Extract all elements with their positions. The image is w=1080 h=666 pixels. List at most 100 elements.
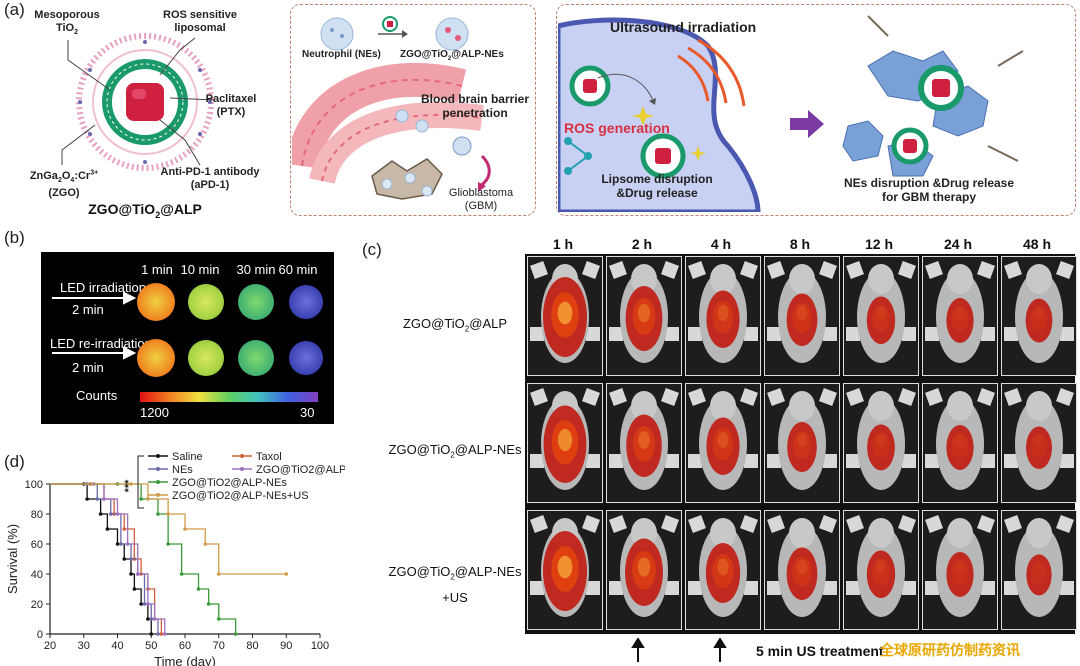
time-header-4h: 4 h bbox=[710, 236, 732, 252]
counts-label: Counts bbox=[76, 388, 118, 403]
series-point bbox=[122, 557, 127, 561]
ptx-label: (PTX) bbox=[216, 106, 246, 118]
panel-a-label: (a) bbox=[4, 0, 25, 19]
scale-max: 1200 bbox=[140, 405, 169, 420]
mouse-image bbox=[1001, 383, 1077, 503]
gbm-abbr-label: (GBM) bbox=[464, 200, 498, 212]
mouse-image bbox=[527, 256, 603, 376]
row-label-alp-nes: ZGO@TiO2@ALP-NEs bbox=[388, 442, 522, 460]
x-tick-label: 70 bbox=[213, 640, 225, 652]
time-header-12h: 12 h bbox=[864, 236, 893, 252]
series-line bbox=[50, 483, 237, 634]
time-header-2h: 2 h bbox=[631, 236, 653, 252]
bbb-box bbox=[290, 4, 536, 216]
series-point bbox=[95, 497, 100, 501]
time-label-4: 60 min bbox=[278, 262, 318, 277]
mouse-image bbox=[606, 383, 682, 503]
y-axis-label: Survival (%) bbox=[5, 524, 20, 594]
led-duration-1: 2 min bbox=[72, 302, 104, 317]
y-tick-label: 0 bbox=[37, 629, 43, 641]
bbb-label: Blood brain barrier bbox=[420, 92, 530, 106]
antibody-label: Anti-PD-1 antibody bbox=[160, 166, 260, 178]
mesoporous-label: Mesoporous bbox=[34, 9, 100, 21]
significance-bracket bbox=[137, 455, 144, 509]
scale-min: 30 bbox=[300, 405, 315, 420]
panel-b-label: (b) bbox=[4, 228, 25, 247]
penetration-label: penetration bbox=[442, 106, 508, 120]
zgo-formula-label: ZnGa2O4:Cr3+ bbox=[29, 169, 99, 184]
bbb-illustration bbox=[292, 16, 491, 200]
legend-marker bbox=[240, 467, 244, 471]
ros-generation-label: ROS generation bbox=[564, 120, 670, 136]
time-header-8h: 8 h bbox=[789, 236, 811, 252]
y-tick-label: 100 bbox=[25, 479, 43, 491]
x-tick-label: 60 bbox=[179, 640, 191, 652]
time-label-1: 1 min bbox=[141, 262, 173, 277]
significance-label: *** bbox=[123, 479, 135, 493]
series-point bbox=[146, 497, 150, 501]
legend-marker bbox=[156, 480, 160, 484]
series-point bbox=[139, 497, 143, 501]
mouse-image bbox=[606, 510, 682, 630]
led-arrows bbox=[52, 291, 137, 360]
led-irradiation-label: LED irradiation bbox=[60, 280, 146, 295]
ultrasound-illustration bbox=[558, 15, 1024, 212]
legend-label: ZGO@TiO2@ALP-NEs+US bbox=[172, 490, 309, 502]
series-point bbox=[85, 497, 89, 501]
mouse-image bbox=[764, 510, 840, 630]
series-point bbox=[284, 572, 289, 576]
tio2-label: TiO bbox=[55, 22, 75, 34]
nanoparticle-schematic bbox=[76, 33, 214, 171]
y-tick-label: 80 bbox=[31, 509, 43, 521]
legend-label: ZGO@TiO2@ALP-NEs bbox=[172, 477, 287, 489]
series-point bbox=[129, 572, 133, 576]
mouse-image bbox=[843, 510, 919, 630]
color-scale-bar bbox=[140, 392, 318, 402]
ultrasound-box bbox=[556, 4, 1076, 216]
gbm-label: Glioblastoma bbox=[448, 187, 514, 199]
mouse-image bbox=[1001, 256, 1077, 376]
mouse-image bbox=[685, 510, 761, 630]
mouse-image bbox=[527, 383, 603, 503]
time-header-24h: 24 h bbox=[943, 236, 972, 252]
row-label-alp-nes-us: ZGO@TiO2@ALP-NEs +US bbox=[388, 564, 522, 605]
ultrasound-label: Ultrasound irradiation bbox=[610, 19, 757, 35]
series-point bbox=[166, 512, 170, 516]
y-tick-label: 60 bbox=[31, 539, 43, 551]
x-tick-label: 90 bbox=[280, 640, 292, 652]
series-line bbox=[50, 483, 159, 634]
time-label-2: 10 min bbox=[180, 262, 220, 277]
legend-marker bbox=[156, 493, 160, 497]
x-tick-label: 100 bbox=[311, 640, 329, 652]
series-point bbox=[149, 617, 154, 621]
product-label: ZGO@TiO2@ALP-NEs bbox=[400, 49, 504, 62]
series-point bbox=[115, 542, 120, 546]
panel-c-label: (c) bbox=[362, 240, 382, 259]
series-point bbox=[125, 542, 130, 546]
ros-liposomal-label: ROS sensitive liposomal bbox=[163, 9, 237, 34]
series-line bbox=[50, 483, 166, 634]
us-arrows bbox=[631, 638, 727, 662]
series-point bbox=[105, 527, 110, 531]
series-point bbox=[233, 632, 238, 636]
legend-marker bbox=[240, 454, 244, 458]
series-point bbox=[203, 542, 208, 546]
series-point bbox=[135, 572, 140, 576]
schematic-leader-lines bbox=[61, 37, 216, 166]
mouse-image bbox=[764, 256, 840, 376]
zgo-abbr-label: (ZGO) bbox=[48, 186, 80, 199]
legend-marker bbox=[156, 467, 160, 471]
x-tick-label: 30 bbox=[78, 640, 90, 652]
apd1-label: (aPD-1) bbox=[190, 179, 230, 191]
series-point bbox=[139, 602, 143, 606]
series-point bbox=[146, 602, 150, 606]
legend-label: NEs bbox=[172, 464, 193, 476]
series-point bbox=[129, 482, 133, 486]
y-tick-label: 20 bbox=[31, 599, 43, 611]
time-label-3: 30 min bbox=[236, 262, 276, 277]
series-line bbox=[50, 483, 163, 634]
gbm-therapy-label: for GBM therapy bbox=[881, 190, 976, 204]
mouse-image bbox=[685, 256, 761, 376]
series-point bbox=[132, 587, 137, 591]
